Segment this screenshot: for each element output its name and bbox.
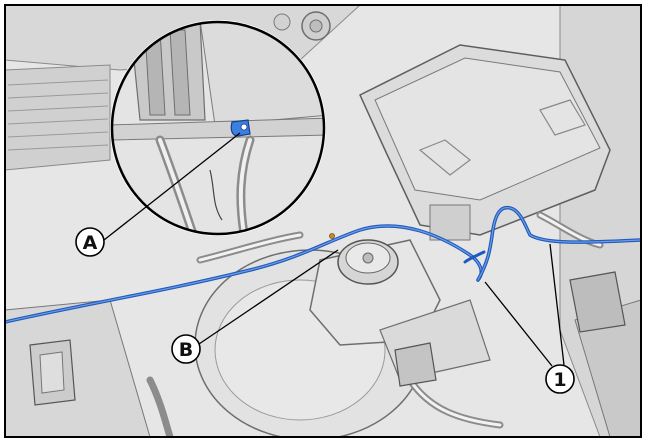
brake-fluid-cap-icon (337, 239, 399, 285)
callout-a: A (75, 227, 105, 257)
right-connector (394, 271, 626, 387)
callout-a-label: A (83, 232, 98, 254)
callout-1-label: 1 (553, 369, 566, 391)
wire-harness (5, 205, 641, 324)
relay-connector (29, 339, 76, 406)
wire-clip-icon (329, 233, 335, 239)
magnifier-detail-icon (110, 20, 326, 236)
diagram-frame (4, 4, 642, 438)
callout-b-label: B (179, 339, 193, 361)
leader-lines (103, 132, 565, 367)
radiator-grille (5, 64, 111, 171)
fuse-box-icon (359, 44, 611, 241)
grille-slats (7, 79, 109, 151)
callout-b: B (171, 334, 201, 364)
mount-bolt (273, 11, 331, 41)
callout-1: 1 (545, 364, 575, 394)
